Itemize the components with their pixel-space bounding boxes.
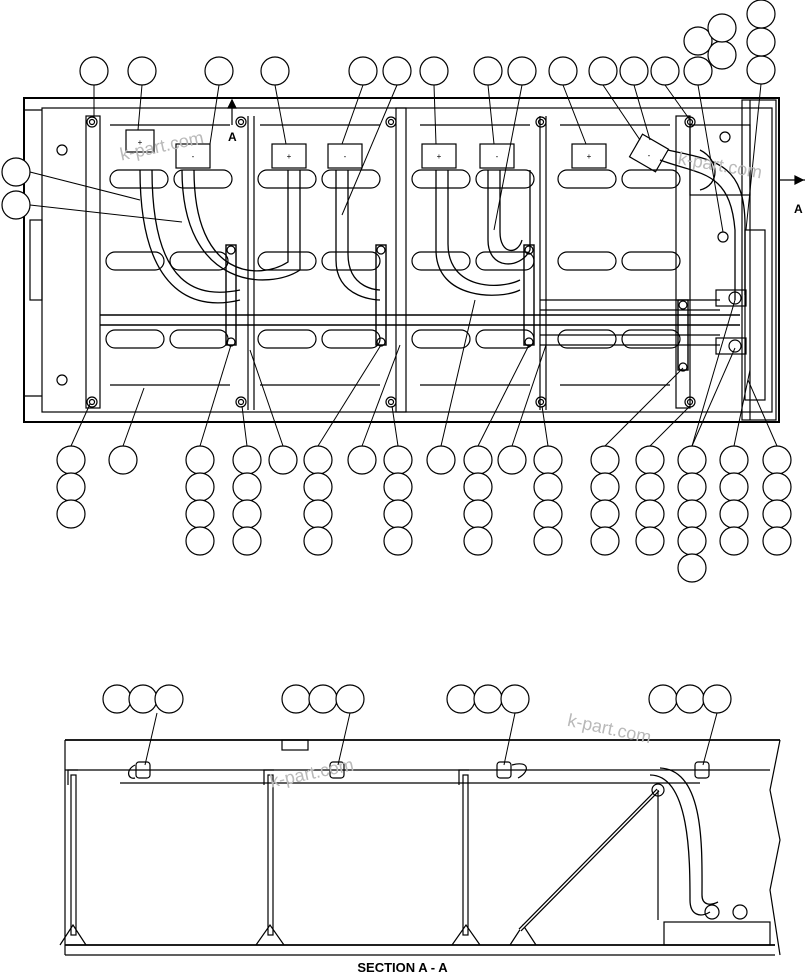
terminal-labels: + - + - + - + -	[138, 138, 651, 161]
section-cut-markers	[227, 98, 805, 185]
terminal-label: +	[138, 138, 143, 147]
terminal-label: +	[287, 152, 292, 161]
section-marker-right: A	[794, 202, 803, 216]
cable-connectors	[715, 131, 747, 355]
leader-lines	[29, 83, 778, 766]
terminal-label: +	[587, 152, 592, 161]
battery-outlines	[110, 124, 670, 386]
terminal-label: -	[344, 152, 347, 161]
hold-down-bars	[100, 244, 740, 371]
terminal-label: -	[192, 152, 195, 161]
callout-balloons-top	[1, 0, 792, 583]
section-title: SECTION A - A	[357, 960, 448, 975]
callout-balloons-section	[102, 684, 732, 714]
section-marker-top: A	[228, 130, 237, 144]
battery-terminals	[125, 129, 670, 173]
terminal-label: -	[496, 152, 499, 161]
terminal-label: -	[648, 151, 651, 160]
section-a-a-view	[59, 739, 781, 956]
battery-cables	[139, 149, 746, 346]
terminal-label: +	[437, 152, 442, 161]
battery-cell-slots	[105, 169, 681, 349]
battery-tray-frame	[23, 97, 780, 423]
hold-down-bolts	[86, 116, 696, 408]
